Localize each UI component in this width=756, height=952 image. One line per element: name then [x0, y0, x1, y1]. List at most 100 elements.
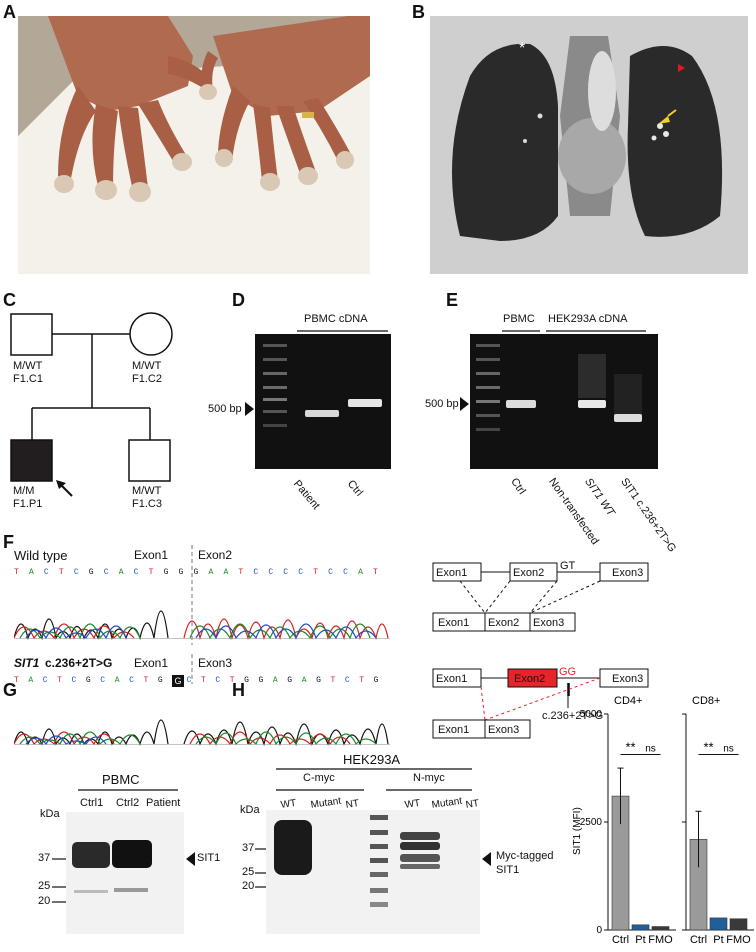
chart-bar — [651, 926, 670, 931]
pedigree-p1-id: F1.P1 — [13, 498, 43, 510]
chromatogram-mut-title-variant: c.236+2T>G — [45, 656, 113, 670]
blot-g-header: PBMC — [102, 772, 140, 787]
gel-d-image — [255, 334, 391, 469]
mutation-highlight-badge: G — [172, 675, 184, 687]
diagram-wt-top-exon1: Exon1 — [436, 567, 468, 579]
chromatogram-wt-exon-left: Exon1 — [134, 548, 169, 562]
diagram-wt-bottom-exon3: Exon3 — [533, 617, 565, 629]
sequence-base: G — [157, 676, 163, 685]
pedigree-c3-id: F1.C3 — [132, 498, 162, 510]
chromatogram-mut-trace — [14, 719, 390, 746]
chart-bar — [729, 918, 748, 931]
sequence-base: A — [272, 676, 278, 685]
pedigree-c2-id: F1.C2 — [132, 373, 162, 385]
sequence-base: C — [71, 676, 77, 685]
diagram-mut-top-exon3: Exon3 — [612, 673, 644, 685]
blot-h-band-label-2: SIT1 — [496, 864, 520, 876]
panel-label-d: D — [232, 290, 245, 310]
sequence-base: A — [208, 568, 214, 577]
gel-e-image — [470, 334, 658, 469]
chart-bar — [631, 924, 650, 931]
chart-x-tick-label: Pt — [635, 934, 645, 946]
chart-x-tick-label: Ctrl — [690, 934, 707, 946]
asterisk-marker: * — [519, 40, 526, 57]
blot-g-lane-ctrl1: Ctrl1 — [80, 797, 104, 809]
pedigree-c1-genotype: M/WT — [13, 360, 43, 372]
sequence-base: A — [28, 568, 34, 577]
panel-label-a: A — [3, 2, 16, 22]
chromatogram-wt-trace — [14, 610, 390, 640]
blot-h-lane-nmyc-nt: NT — [465, 798, 480, 811]
diagram-wt-splice-site: GT — [560, 560, 576, 572]
sequence-base: C — [215, 676, 221, 685]
sequence-base: T — [143, 676, 149, 685]
sequence-base: T — [57, 676, 62, 685]
blot-h-unit: kDa — [240, 804, 260, 816]
ct-scan-image — [430, 16, 748, 274]
blot-g-ladder-25: 25 — [38, 880, 51, 892]
panel-label-i: I — [566, 680, 572, 700]
sequence-base: T — [14, 676, 19, 685]
blot-g-band-arrow-icon — [186, 852, 195, 866]
red-arrow-icon — [678, 64, 685, 72]
chart-cd4-title: CD4+ — [614, 695, 642, 707]
blot-g-ladder-37: 37 — [38, 852, 51, 864]
chart-cd8-title: CD8+ — [692, 695, 720, 707]
diagram-mut-splice-site: GG — [559, 666, 577, 678]
gel-e-lane-ctrl: Ctrl — [508, 476, 528, 497]
gel-e-header-pbmc: PBMC — [503, 313, 535, 325]
sequence-base: T — [238, 568, 244, 577]
blot-g-lane-ctrl2: Ctrl2 — [116, 797, 140, 809]
diagram-mut-top-exon1: Exon1 — [436, 673, 468, 685]
pedigree-c3-genotype: M/WT — [132, 485, 162, 497]
blot-h-band-arrow-icon — [482, 852, 491, 866]
diagram-wt-top-exon2: Exon2 — [513, 567, 545, 579]
chart-significance-label: ns — [645, 744, 656, 755]
blot-h-lane-cmyc-nt: NT — [345, 798, 360, 811]
diagram-mut-bottom-exon1: Exon1 — [438, 724, 470, 736]
sequence-base: C — [343, 568, 348, 577]
chart-bar — [709, 917, 728, 931]
splicing-diagram — [432, 562, 649, 679]
gel-d-lane-ctrl: Ctrl — [344, 478, 365, 499]
gel-d-header: PBMC cDNA — [304, 313, 368, 325]
blot-h-lane-cmyc-wt: WT — [280, 797, 297, 811]
sequence-base: G — [193, 568, 199, 577]
blot-g-unit: kDa — [40, 808, 60, 820]
blot-h-lane-nmyc-mutant: Mutant — [431, 795, 463, 811]
sequence-base: G — [163, 568, 169, 577]
blot-g-ladder-20: 20 — [38, 895, 51, 907]
sequence-base: T — [330, 676, 336, 685]
blot-g-image — [66, 812, 184, 934]
panel-label-g: G — [3, 680, 18, 700]
chart-y-tick-label: 5000 — [580, 709, 603, 720]
sequence-base: G — [316, 676, 321, 685]
diagram-wt-bottom-exon2: Exon2 — [488, 617, 520, 629]
sequence-base: A — [358, 568, 363, 577]
sequence-base: T — [373, 568, 378, 577]
chart-y-tick-label: 2500 — [580, 817, 603, 828]
diagram-mut-variant-label: c.236+2T>G — [542, 710, 604, 722]
panel-label-h: H — [232, 680, 245, 700]
diagram-wt-bottom-exon1: Exon1 — [438, 617, 470, 629]
gel-d-marker-arrow-icon — [245, 402, 254, 416]
sequence-base: G — [244, 676, 249, 685]
sequence-base: C — [73, 568, 79, 577]
chart-significance-label: ** — [703, 740, 713, 755]
sequence-base: C — [328, 568, 333, 577]
gel-d-lane-patient: Patient — [290, 478, 323, 512]
proband-arrow-icon — [56, 480, 66, 489]
chart-y-tick-label: 0 — [596, 925, 602, 936]
chart-x-tick-label: FMO — [726, 934, 751, 946]
chromatogram-mut-sequence: TACTCGCACTGGCTCTGGAGAGTCTG — [14, 676, 388, 688]
chart-significance-label: ** — [625, 740, 635, 755]
panel-label-b: B — [412, 2, 425, 22]
gel-e-lane-sit1-wt: SIT1 WT — [582, 476, 617, 519]
splicing-diagram-mutant — [432, 668, 649, 739]
sequence-base: G — [88, 568, 94, 577]
sequence-base: C — [43, 568, 49, 577]
gel-e-marker-label: 500 bp — [425, 398, 459, 410]
sequence-base: T — [229, 676, 235, 685]
sequence-base: A — [118, 568, 124, 577]
